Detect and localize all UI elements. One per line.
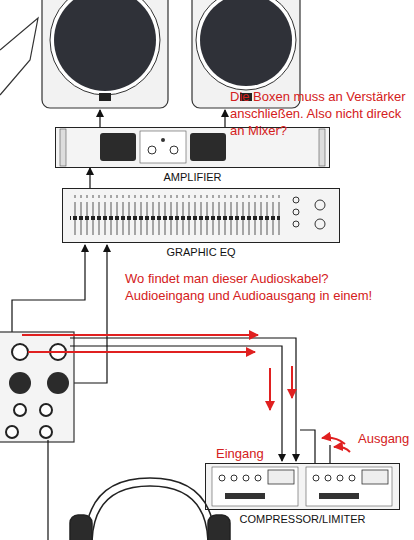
signal-connector [89, 168, 90, 188]
annotation-note: Wo findet man dieser Audioskabel? Audioe… [125, 270, 407, 304]
headphones [70, 478, 230, 540]
annotation-note: Eingang [216, 445, 276, 462]
speaker [42, 0, 168, 108]
device-box: GRAPHIC EQ [62, 188, 340, 243]
mixer [0, 332, 74, 442]
device-label: AMPLIFIER [56, 171, 329, 183]
device-box: AMPLIFIER [55, 127, 330, 168]
device-label: GRAPHIC EQ [63, 246, 339, 258]
device-box: COMPRESSOR/LIMITER [205, 463, 400, 510]
device-label: COMPRESSOR/LIMITER [206, 513, 399, 525]
annotation-note: Ausgang [358, 430, 412, 447]
annotation-note: Die Boxen muss an Verstärker anschließen… [230, 88, 412, 139]
